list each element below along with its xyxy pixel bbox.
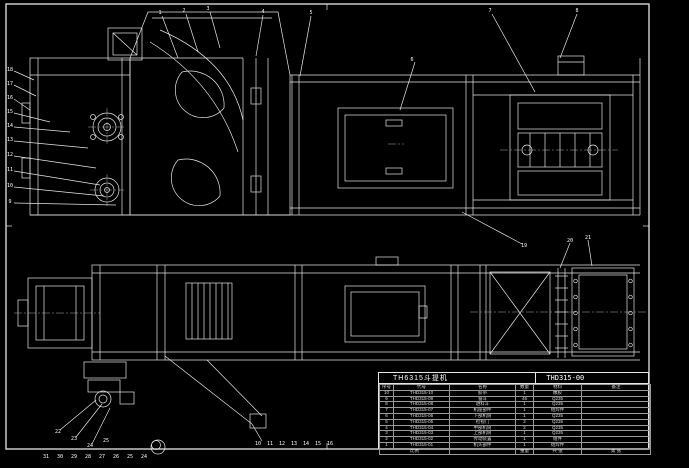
boot-pulley-block	[14, 277, 100, 349]
plan-view	[14, 256, 646, 429]
head-chute-section	[129, 11, 291, 216]
elevation-view	[21, 11, 641, 216]
title-block: TH6315斗提机 THD315-00 序号 代号 名称 数量 材料 备注 10…	[378, 372, 651, 455]
sheet-number-label: 第 张	[581, 447, 651, 455]
weight-label: 重量	[515, 447, 534, 455]
head-casing	[21, 27, 143, 216]
drawing-number: THD315-00	[546, 374, 585, 382]
inspection-door-elevation	[337, 107, 454, 189]
middle-casing	[30, 58, 641, 216]
footer-cell	[449, 447, 516, 455]
sheet-total-label: 共 张	[533, 447, 582, 455]
inspection-door-plan	[344, 285, 428, 343]
drive-unit-elevation	[473, 55, 633, 201]
body-plan	[165, 256, 640, 361]
scale-label: 比例	[379, 447, 450, 455]
grate-door-plan	[185, 282, 233, 340]
motor-assembly	[83, 361, 135, 408]
stamp-mark	[150, 439, 166, 455]
drive-unit-plan	[470, 267, 646, 358]
discharge-chute	[164, 355, 267, 429]
drawing-title: TH6315斗提机	[379, 373, 537, 383]
leader-lines	[13, 11, 593, 445]
title-block-header: TH6315斗提机 THD315-00	[379, 373, 648, 384]
title-block-footer-row: 比例 重量 共 张 第 张	[379, 447, 651, 455]
sheet-frame	[5, 3, 650, 450]
head-pulley	[88, 108, 126, 206]
boot-casing	[91, 264, 166, 361]
